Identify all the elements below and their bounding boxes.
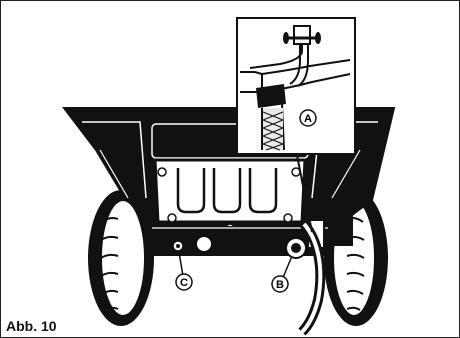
callout-b-label: B [276, 279, 284, 291]
tap-inset: A [237, 18, 355, 154]
callout-c: C [176, 252, 192, 290]
callout-a-label: A [304, 113, 312, 125]
round-plug [196, 236, 212, 252]
figure-caption: Abb. 10 [6, 318, 57, 334]
callout-c-label: C [180, 277, 188, 289]
callout-b: B [272, 256, 292, 292]
